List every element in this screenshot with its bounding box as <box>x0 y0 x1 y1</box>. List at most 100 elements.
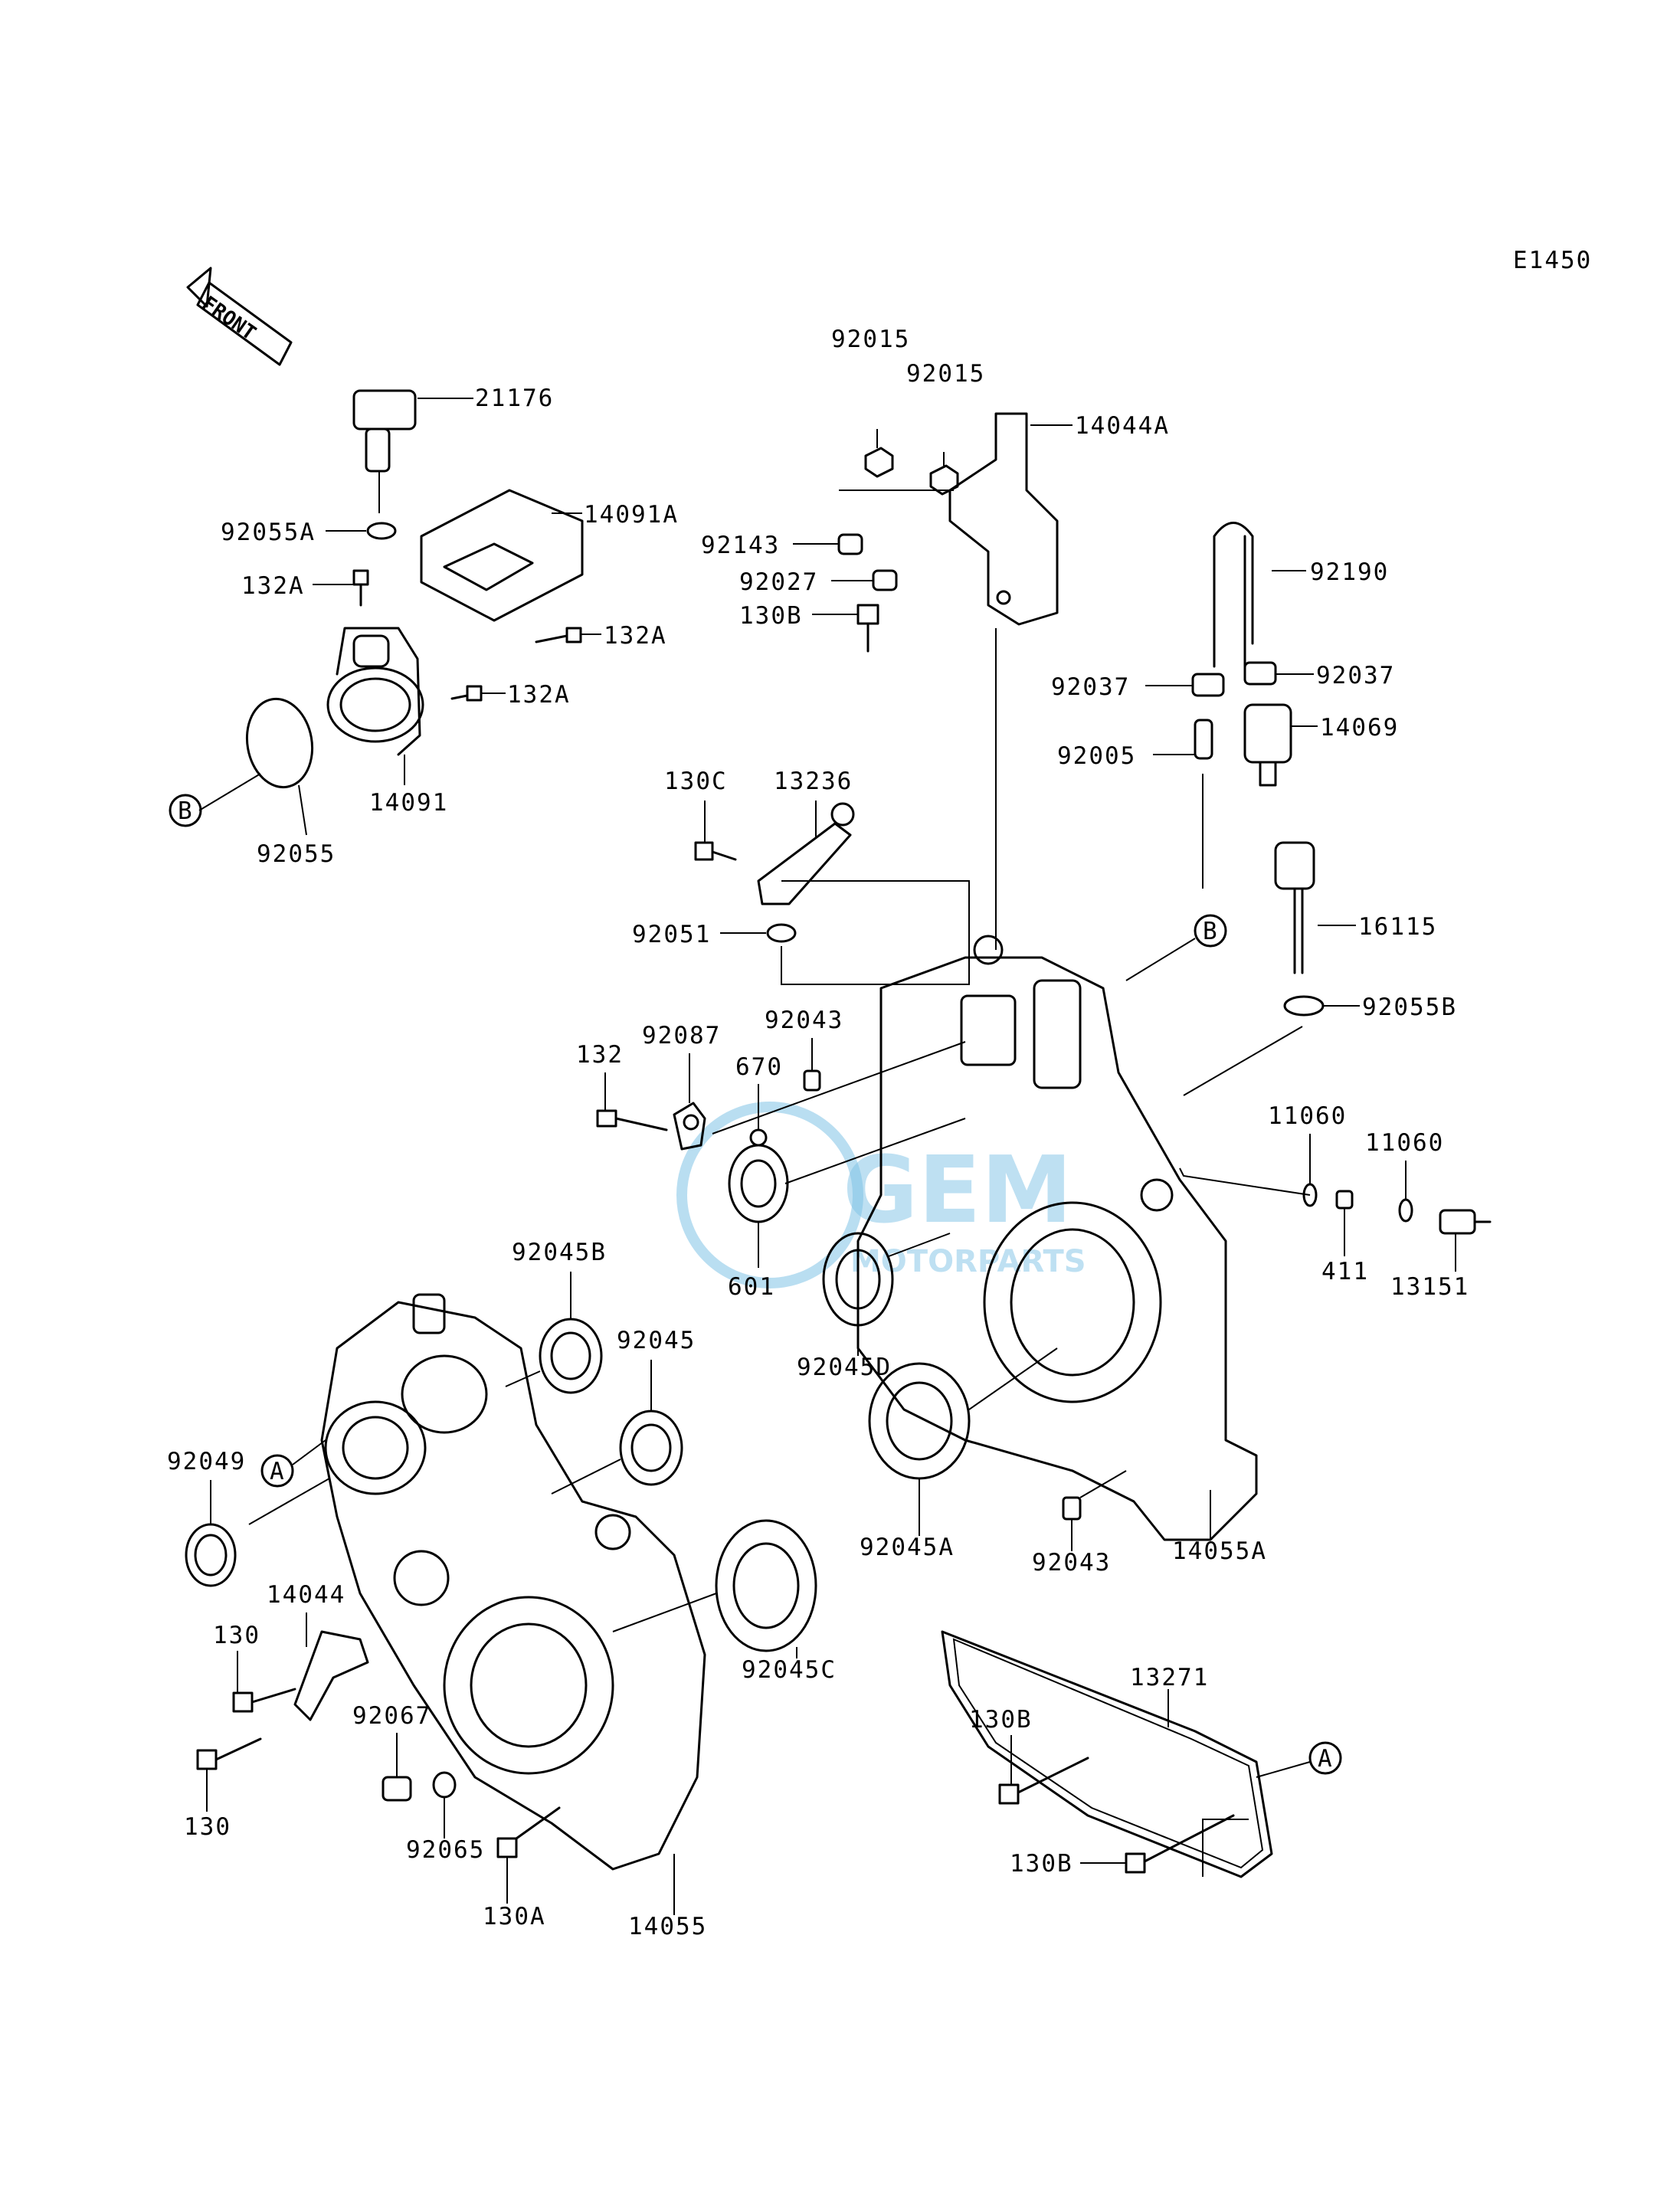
label-670: 670 <box>735 1053 783 1081</box>
ref-circle-A-left <box>260 1454 294 1488</box>
label-14055A: 14055A <box>1172 1537 1267 1565</box>
label-92015-a: 92015 <box>831 326 910 353</box>
label-132: 132 <box>576 1041 624 1069</box>
bearing-92045 <box>619 1410 683 1486</box>
front-arrow-icon: FRONT <box>186 267 293 366</box>
label-92190: 92190 <box>1310 558 1389 586</box>
part-labels: 21176 92055A 14091A 132A 132A 132A 14091… <box>167 326 1469 1940</box>
label-ref-B-right: B <box>1203 918 1219 945</box>
label-14044: 14044 <box>267 1581 345 1609</box>
cover-14091A <box>420 489 584 622</box>
lever-13236 <box>757 802 855 905</box>
label-130B-bracket: 130B <box>739 602 803 630</box>
seal-92051 <box>766 923 797 943</box>
bolt-132A-top <box>352 569 369 607</box>
label-92037-a: 92037 <box>1051 673 1130 701</box>
label-13151: 13151 <box>1390 1273 1469 1301</box>
label-ref-B-left: B <box>178 797 194 825</box>
ref-circle-A-right <box>1308 1741 1342 1775</box>
pin-92043-upper <box>803 1069 821 1092</box>
fitting-92005 <box>1194 719 1213 760</box>
label-132A-c: 132A <box>507 681 571 709</box>
label-11060-a: 11060 <box>1268 1102 1347 1130</box>
label-11060-b: 11060 <box>1365 1129 1444 1157</box>
collar-92027 <box>872 569 898 591</box>
label-132A-b: 132A <box>604 622 667 650</box>
bolt-130C <box>694 841 737 861</box>
label-411: 411 <box>1321 1258 1369 1285</box>
nut-92015-a <box>864 447 894 478</box>
seal-92049 <box>185 1523 237 1587</box>
bolt-132 <box>596 1109 668 1131</box>
label-130-b: 130 <box>184 1813 231 1841</box>
label-130B-lower: 130B <box>1010 1850 1073 1878</box>
watermark-sub: MOTORPARTS <box>850 1244 1086 1279</box>
oring-670 <box>749 1128 768 1147</box>
bolt-130A <box>496 1806 561 1858</box>
label-92037-b: 92037 <box>1316 662 1395 689</box>
washer-92065 <box>432 1771 457 1799</box>
bracket-14044 <box>293 1630 369 1721</box>
plate-92087 <box>673 1102 706 1151</box>
label-13236: 13236 <box>774 768 853 795</box>
label-ref-A-right: A <box>1318 1745 1334 1773</box>
watermark-brand: GEM <box>843 1138 1073 1244</box>
label-92065: 92065 <box>406 1836 485 1864</box>
pin-92043-lower <box>1062 1496 1082 1521</box>
bearing-601 <box>728 1144 789 1223</box>
dipstick-16115 <box>1274 841 1315 974</box>
collar-92143 <box>837 533 863 555</box>
clip-11060-right <box>1398 1198 1413 1223</box>
label-130C: 130C <box>664 768 728 795</box>
bearing-92045C <box>715 1519 817 1652</box>
nut-92015-b <box>929 464 959 496</box>
switch-13151 <box>1439 1209 1492 1235</box>
label-130A: 130A <box>483 1903 546 1930</box>
bolt-130-lower <box>196 1737 262 1770</box>
label-92067: 92067 <box>352 1702 431 1730</box>
label-92051: 92051 <box>632 921 711 948</box>
label-14091A: 14091A <box>584 501 679 529</box>
oring-92055A <box>366 522 397 540</box>
bearing-92045B <box>539 1318 603 1394</box>
case-cover-14055A <box>856 935 1258 1541</box>
label-92015-b: 92015 <box>906 360 985 388</box>
label-14091: 14091 <box>369 789 448 817</box>
gasket-13271 <box>941 1630 1273 1878</box>
label-ref-A-left: A <box>270 1458 286 1485</box>
plug-92067 <box>382 1776 412 1802</box>
ref-circle-B-right <box>1194 914 1227 948</box>
label-92045A: 92045A <box>860 1534 955 1561</box>
part-411 <box>1335 1190 1354 1210</box>
bolt-130B-bracket <box>856 604 879 653</box>
label-92045B: 92045B <box>512 1239 607 1266</box>
label-92045C: 92045C <box>742 1656 837 1684</box>
diagram-code: E1450 <box>1513 247 1592 274</box>
bolt-132A-lower <box>450 685 483 702</box>
bolt-130B-lower <box>1125 1814 1235 1874</box>
housing-14091 <box>326 627 424 756</box>
crankcase-14055 <box>320 1293 706 1871</box>
bolt-130-upper <box>232 1688 296 1713</box>
label-130B-upper: 130B <box>969 1706 1033 1734</box>
filter-14069 <box>1243 703 1292 787</box>
label-92045: 92045 <box>617 1327 696 1354</box>
oring-92055 <box>245 697 314 789</box>
watermark-logo: GEM MOTORPARTS <box>676 1102 1086 1288</box>
ref-circle-B-left <box>169 794 202 827</box>
bolt-130B-upper <box>998 1757 1089 1805</box>
label-92055A: 92055A <box>221 519 316 546</box>
bracket-14044A <box>948 412 1059 626</box>
label-14044A: 14044A <box>1075 412 1170 440</box>
label-92043-upper: 92043 <box>765 1007 843 1034</box>
label-16115: 16115 <box>1358 913 1437 941</box>
label-13271: 13271 <box>1130 1664 1209 1691</box>
front-label: FRONT <box>198 292 260 345</box>
label-92143: 92143 <box>701 532 780 559</box>
label-601: 601 <box>728 1273 775 1301</box>
hose-92190 <box>1213 522 1254 668</box>
label-92055: 92055 <box>257 840 336 868</box>
label-14069: 14069 <box>1320 714 1399 742</box>
label-92045D: 92045D <box>797 1354 892 1381</box>
